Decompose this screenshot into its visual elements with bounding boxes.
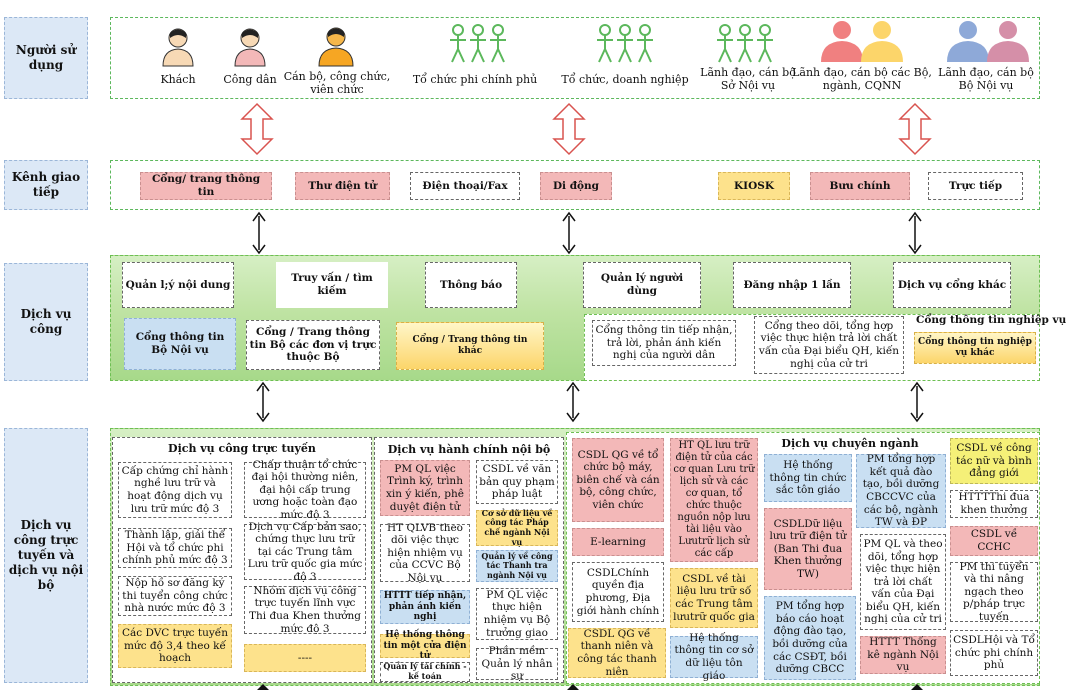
users-panel: [110, 17, 1040, 99]
double-arrow-icon: [240, 102, 274, 156]
online-service: Nộp hồ sơ đăng ký thi tuyển công chức nh…: [118, 576, 232, 616]
channel-post: Bưu chính: [810, 172, 910, 200]
special-service: HTTTThi đua khen thưởng: [950, 490, 1038, 518]
service-user-mgmt: Quản lý người dùng: [583, 262, 701, 308]
person-icon: [162, 28, 194, 67]
user-officials: Cán bộ, công chức, viên chức: [283, 70, 391, 97]
service-content-mgmt: Quản l;ý nội dung: [122, 262, 234, 308]
special-service: CSDL về tài liệu lưu trữ số các Trung tâ…: [670, 568, 758, 628]
row-label-online-services: Dịch vụ công trực tuyến và dịch vụ nội b…: [4, 428, 88, 683]
double-arrow-icon: [552, 102, 586, 156]
internal-service: Cơ sở dữ liệu về công tác Pháp chế ngành…: [476, 508, 558, 546]
online-service: ----: [244, 644, 366, 672]
portal-business-label: Cổng thông tin nghiệp vụ: [916, 314, 1066, 326]
service-search: Truy vấn / tìm kiếm: [276, 262, 388, 308]
online-service: Nhóm dịch vụ công trực tuyến lĩnh vực Th…: [244, 585, 366, 635]
portal-business-other: Cổng thông tin nghiệp vụ khác: [914, 332, 1036, 364]
channel-direct: Trực tiếp: [928, 172, 1023, 200]
special-service: HT QL lưu trữ điện tử của các cơ quan Lư…: [670, 438, 758, 562]
person-icon: [234, 28, 266, 67]
special-service: CSDLDữ liệu lưu trữ điện tử (Ban Thi đua…: [764, 508, 852, 590]
group-icon: [597, 24, 653, 63]
special-service: CSDL QG về tổ chức bộ máy, biên chế và c…: [572, 438, 664, 522]
special-service: Hệ thống thông tin chức sắc tôn giáo: [764, 454, 852, 502]
online-service: Dịch vụ Cấp bản sao, chứng thực lưu trữ …: [244, 521, 366, 583]
connector-arrow-icon: [908, 211, 922, 255]
portal-moha: Cổng thông tin Bộ Nội vụ: [124, 318, 236, 370]
internal-service: PM QL việc Trình ký, trình xin ý kiến, p…: [380, 460, 470, 516]
user-guest: Khách: [160, 73, 196, 86]
service-other-portals: Dịch vụ cổng khác: [893, 262, 1011, 308]
leaders-icon: [947, 21, 1029, 62]
portal-qh-tracking: Cổng theo dõi, tổng hợp việc thực hiện t…: [754, 316, 904, 374]
internal-service: Quản lý về công tác Thanh tra ngành Nội …: [476, 550, 558, 582]
user-citizen: Công dân: [223, 73, 277, 86]
special-service: HTTT Thống kê ngành Nội vụ: [860, 636, 946, 674]
internal-service: HT QLVB theo dõi việc thực hiện nhiệm vụ…: [380, 522, 470, 584]
connector-arrow-icon: [256, 381, 270, 423]
double-arrow-icon: [898, 102, 932, 156]
internal-service: CSDL về văn bản quy phạm pháp luật: [476, 460, 558, 504]
connector-arrow-icon: [910, 381, 924, 423]
special-service: Hệ thống thông tin cơ sở dữ liệu tôn giá…: [670, 632, 758, 682]
channel-kiosk: KIOSK: [718, 172, 790, 200]
internal-service: PM QL việc thực hiện nhiệm vụ Bộ trưởng …: [476, 588, 558, 640]
channel-portal: Cổng/ trang thông tin: [140, 172, 272, 200]
online-group-title: Dịch vụ công trực tuyến: [168, 442, 316, 455]
special-service: CSDLHội và Tổ chức phi chính phủ: [950, 630, 1038, 676]
user-ngo: Tổ chức phi chính phủ: [412, 73, 538, 86]
service-notification: Thông báo: [425, 262, 517, 308]
internal-service: Phần mềm Quản lý nhân sự: [476, 645, 558, 682]
online-service: Các DVC trực tuyến mức độ 3,4 theo kế ho…: [118, 624, 232, 668]
channel-phone-fax: Điện thoại/Fax: [410, 172, 520, 200]
row-label-channels: Kênh giao tiếp: [4, 160, 88, 210]
group-icon: [450, 24, 506, 63]
internal-service: Quản lý tài chính - kế toán: [380, 662, 470, 682]
connector-arrow-icon: [252, 211, 266, 255]
online-service: Cấp chứng chỉ hành nghề lưu trữ và hoạt …: [118, 462, 232, 518]
row-label-users: Người sử dụng: [4, 17, 88, 99]
internal-service: Hệ thống thông tin một cửa điện tử: [380, 630, 470, 661]
group-icon: [717, 24, 773, 63]
person-icon: [318, 27, 354, 67]
special-service: PM tổng hợp kết quả đào tạo, bồi dưỡng C…: [856, 453, 946, 528]
row-label-public-services: Dịch vụ công: [4, 263, 88, 381]
internal-group-title: Dịch vụ hành chính nội bộ: [387, 443, 551, 456]
service-sso: Đăng nhập 1 lần: [733, 262, 851, 308]
special-service: E-learning: [572, 528, 664, 556]
special-service: CSDL về CCHC: [950, 526, 1038, 556]
special-service: CSDL QG về thanh niên và công tác thanh …: [568, 628, 666, 678]
connector-arrow-icon: [911, 684, 923, 690]
user-dept-leaders: Lãnh đạo, cán bộ Sở Nội vụ: [700, 66, 796, 93]
connector-arrow-icon: [562, 211, 576, 255]
online-service: Thành lập, giải thể Hội và tổ chức phi c…: [118, 528, 232, 568]
special-service: PM thi tuyển và thi nâng ngạch theo p/ph…: [950, 561, 1038, 623]
portal-units: Cổng / Trang thông tin Bộ các đơn vị trự…: [246, 320, 380, 370]
user-ministry-leaders: Lãnh đạo, cán bộ các Bộ, ngành, CQNN: [792, 66, 932, 93]
channel-email: Thư điện tử: [295, 172, 390, 200]
leaders-icon: [821, 21, 903, 62]
special-service: CSDL về công tác nữ và bình đẳng giới: [950, 438, 1038, 484]
user-moha-leaders: Lãnh đạo, cán bộ Bộ Nội vụ: [938, 66, 1034, 93]
connector-arrow-icon: [567, 684, 579, 690]
connector-arrow-icon: [566, 381, 580, 423]
special-service: PM QL và theo dõi, tổng hợp việc thực hi…: [860, 534, 946, 630]
internal-service: HTTT tiếp nhận, phản ánh kiến nghị: [380, 590, 470, 624]
online-service: Chấp thuận tổ chức đại hội thường niên, …: [244, 459, 366, 521]
portal-other: Cổng / Trang thông tin khác: [396, 322, 544, 370]
channels-panel: [110, 160, 1040, 210]
channel-mobile: Di động: [540, 172, 612, 200]
special-service: PM tổng hợp báo cáo hoạt động đào tạo, b…: [764, 596, 856, 680]
user-enterprise: Tổ chức, doanh nghiệp: [561, 73, 689, 86]
connector-arrow-icon: [257, 684, 269, 690]
portal-feedback: Cổng thông tin tiếp nhận, trả lời, phản …: [592, 320, 736, 366]
special-group-title: Dịch vụ chuyên ngành: [781, 437, 919, 450]
special-service: CSDLChính quyền địa phương, Địa giới hàn…: [572, 562, 664, 622]
